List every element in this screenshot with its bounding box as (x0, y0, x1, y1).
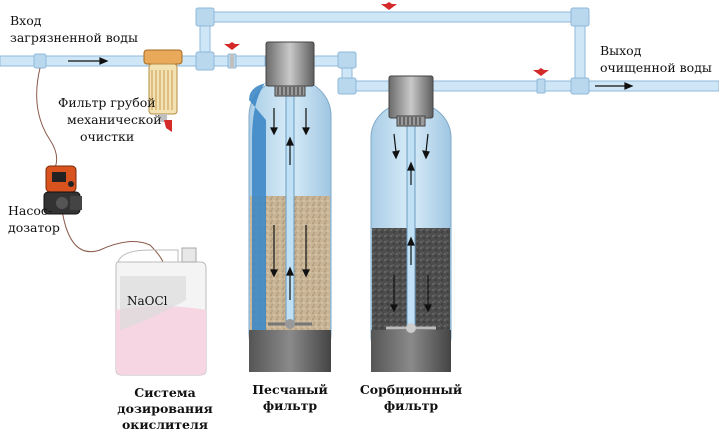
fitting (570, 7, 590, 27)
sorption-filter-label-line2: фильтр (383, 398, 439, 413)
sand-filter-tank (248, 41, 332, 372)
coarse-filter-label-line1: Фильтр грубой (58, 95, 156, 110)
canister-liquid (116, 306, 206, 375)
sorption-filter-base (371, 330, 451, 372)
dosing-label-line1: Система (134, 385, 196, 400)
coarse-filter-label-line3: очистки (80, 129, 135, 144)
inlet-pipe (0, 55, 266, 67)
dosing-label-line2: дозирования (117, 401, 213, 416)
valve-icon (381, 2, 397, 10)
pump-label-line2: дозатор (8, 220, 60, 235)
outlet-label-line1: Выход (600, 43, 642, 58)
pipe-fittings (33, 7, 590, 95)
flow-arrows-pipes (68, 57, 634, 90)
sand-filter-label-line1: Песчаный (252, 382, 328, 397)
sand-filter-label-line2: фильтр (262, 398, 318, 413)
sorption-filter-head (388, 75, 434, 127)
pump-label-line1: Насос- (8, 203, 53, 218)
sorption-filter-tank (370, 75, 452, 372)
sand-filter-head (265, 41, 315, 97)
fitting (33, 53, 47, 69)
valves (224, 2, 549, 76)
bypass-pipe-top (199, 11, 586, 23)
drain-valve-icon (164, 120, 172, 132)
fitting (337, 77, 357, 95)
inlet-label-line2: загрязненной воды (10, 30, 138, 45)
dosing-pump (43, 165, 82, 215)
sand-flow-arrows (270, 108, 310, 300)
sorption-flow-arrows (390, 133, 432, 313)
inlet-label-line1: Вход (10, 13, 42, 28)
fitting (570, 77, 590, 95)
dosing-label-line3: окислителя (121, 417, 209, 432)
oxidizer-canister (115, 247, 207, 376)
sorption-filter-label-line1: Сорбционный (359, 382, 463, 397)
valve-icon (224, 42, 240, 68)
outlet-label-line2: очищенной воды (600, 60, 712, 75)
coarse-filter (143, 49, 183, 132)
sand-filter-base (249, 330, 331, 372)
fitting (536, 78, 546, 94)
fitting (195, 51, 215, 71)
valve-icon (533, 68, 549, 76)
canister-label: NaOCl (127, 294, 168, 308)
coarse-filter-label-line2: механической (67, 112, 162, 127)
fitting (195, 7, 215, 27)
fitting (337, 51, 357, 69)
